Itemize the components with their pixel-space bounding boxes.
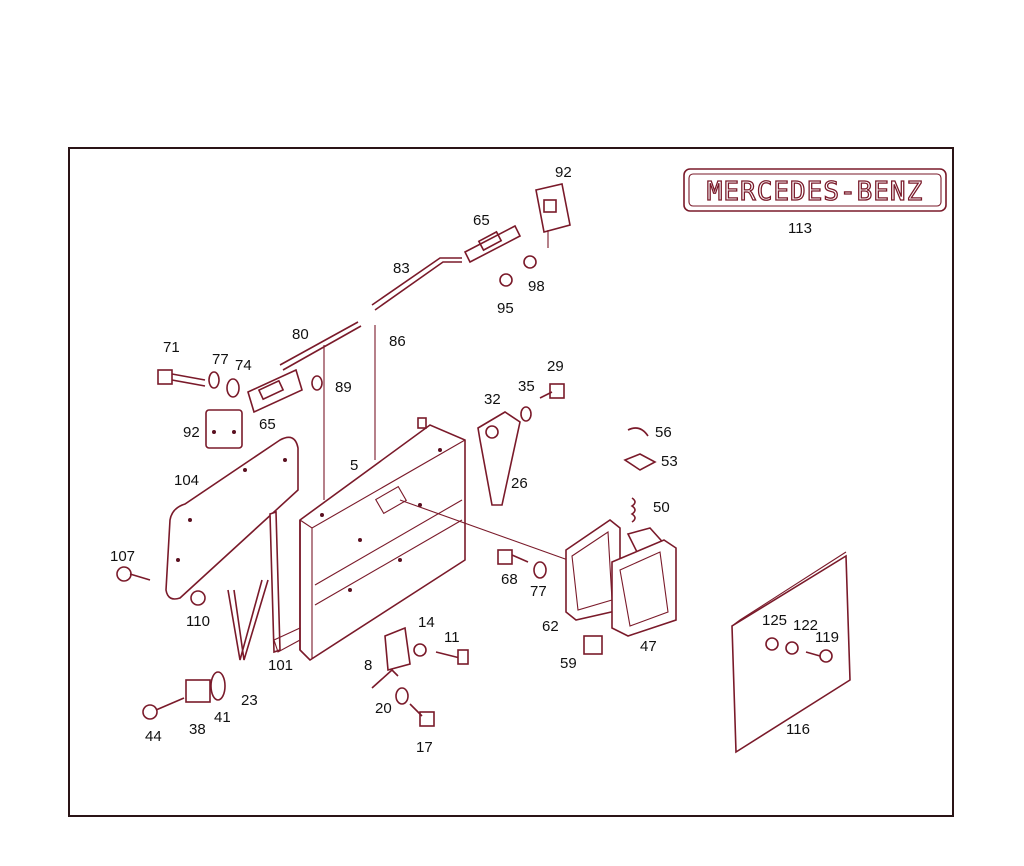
label-50: 50: [653, 499, 670, 516]
label-5: 5: [350, 457, 358, 474]
label-29: 29: [547, 358, 564, 375]
label-92-left: 92: [183, 424, 200, 441]
label-8: 8: [364, 657, 372, 674]
label-107: 107: [110, 548, 135, 565]
label-17: 17: [416, 739, 433, 756]
label-53: 53: [661, 453, 678, 470]
trim-panel: [165, 436, 299, 600]
screw-107: [116, 566, 206, 606]
bolt-71: [157, 369, 323, 398]
label-98: 98: [528, 278, 545, 295]
latch-upper: [463, 183, 571, 287]
label-122: 122: [793, 617, 818, 634]
label-92-top: 92: [555, 164, 572, 181]
label-14: 14: [418, 614, 435, 631]
label-65-top: 65: [473, 212, 490, 229]
latch-left: [205, 368, 303, 449]
label-104: 104: [174, 472, 199, 489]
logo-text: MERCEDES-BENZ: [707, 177, 924, 207]
label-119: 119: [815, 629, 839, 646]
label-77-top: 77: [212, 351, 229, 368]
latch-plate: [371, 626, 469, 727]
mercedes-benz-logo: MERCEDES-BENZ: [683, 168, 947, 212]
label-44: 44: [145, 728, 162, 745]
label-35: 35: [518, 378, 535, 395]
part-labels: 92 65 83 98 95 113 80 86 71 77 74 89 65 …: [110, 164, 839, 756]
hinge-strap: [477, 383, 565, 506]
label-71: 71: [163, 339, 180, 356]
cover-plate: [731, 551, 851, 754]
label-47: 47: [640, 638, 657, 655]
label-74: 74: [235, 357, 252, 374]
label-65-left: 65: [259, 416, 276, 433]
label-26: 26: [511, 475, 528, 492]
label-20: 20: [375, 700, 392, 717]
label-56: 56: [655, 424, 672, 441]
rods: [279, 257, 611, 576]
lower-hinge: [142, 579, 269, 720]
label-38: 38: [189, 721, 206, 738]
bolt-68: [497, 549, 603, 655]
label-41: 41: [214, 709, 231, 726]
label-89: 89: [335, 379, 352, 396]
label-101: 101: [268, 657, 293, 674]
label-59: 59: [560, 655, 577, 672]
door-panel: [299, 417, 466, 662]
label-113: 113: [788, 220, 812, 237]
label-110: 110: [186, 613, 210, 630]
label-77-mid: 77: [530, 583, 547, 600]
handle-mechanism: [623, 427, 670, 559]
label-83: 83: [393, 260, 410, 277]
label-62: 62: [542, 618, 559, 635]
check-strap: [269, 510, 301, 654]
label-95: 95: [497, 300, 514, 317]
label-68: 68: [501, 571, 518, 588]
label-23: 23: [241, 692, 258, 709]
label-125: 125: [762, 612, 787, 629]
label-11: 11: [444, 629, 460, 646]
label-80: 80: [292, 326, 309, 343]
label-86: 86: [389, 333, 406, 350]
handle-frame: [565, 519, 677, 637]
diagram-frame: [68, 147, 954, 817]
label-32: 32: [484, 391, 501, 408]
label-116: 116: [786, 721, 810, 738]
